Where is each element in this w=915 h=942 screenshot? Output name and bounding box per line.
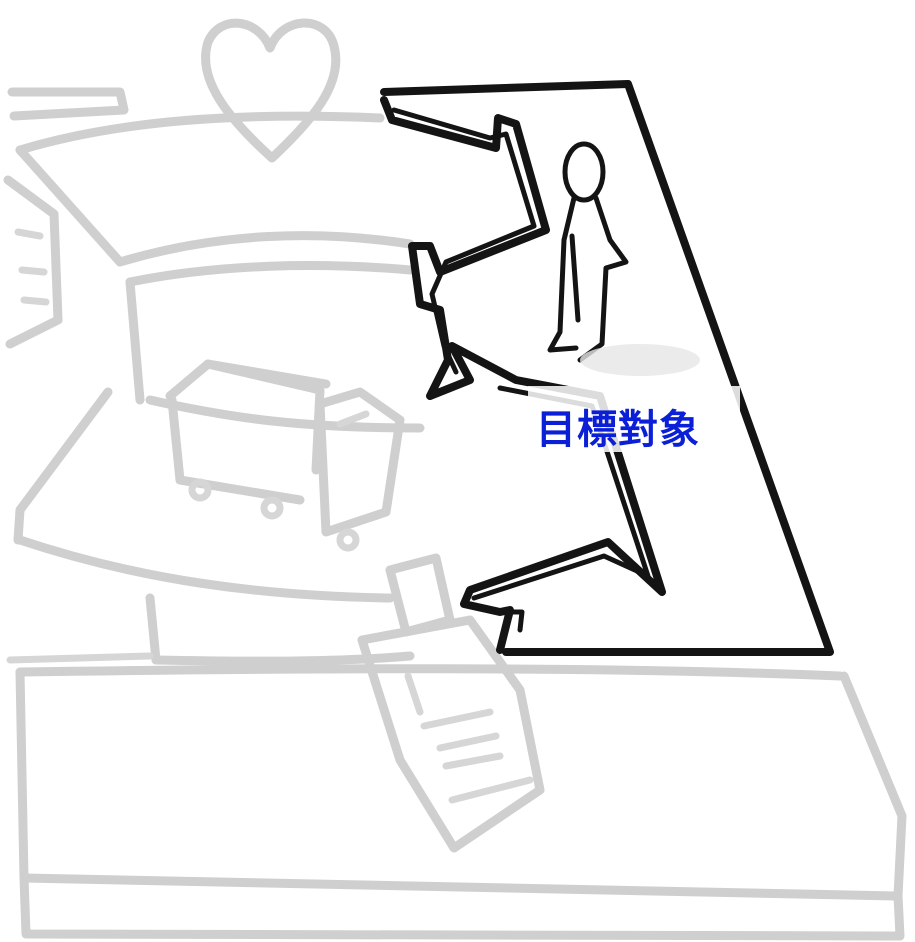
- channels-block: [18, 392, 420, 661]
- person-icon: [550, 144, 700, 376]
- heart-icon: [206, 23, 336, 158]
- truck-icon: [170, 364, 400, 548]
- target-segment-label: 目標對象: [536, 397, 700, 455]
- key-partners-block: [12, 92, 410, 400]
- building-icon: [8, 180, 58, 344]
